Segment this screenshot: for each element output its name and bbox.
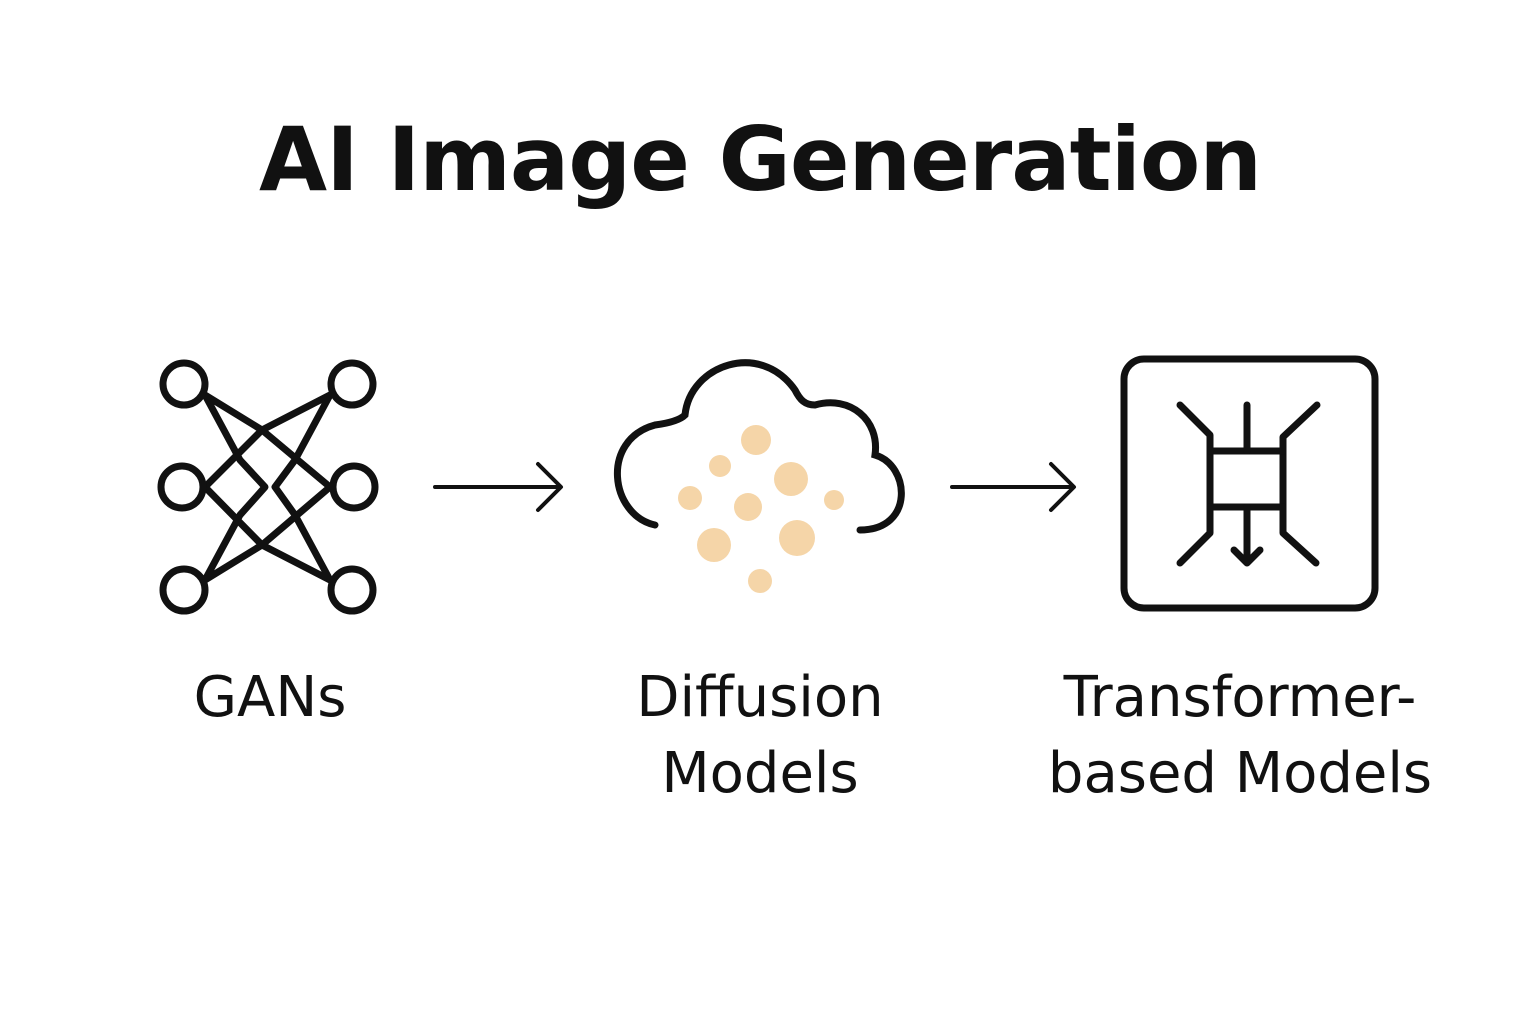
- label-line: based Models: [1047, 741, 1433, 806]
- network-node: [159, 565, 209, 615]
- step-label-gans: GANs: [120, 660, 420, 736]
- transformer-block-icon: [1120, 355, 1379, 612]
- noise-dot: [734, 493, 762, 521]
- cloud-noise-icon: [614, 359, 905, 593]
- noise-dot: [678, 486, 702, 510]
- noise-dots: [678, 425, 844, 593]
- transformer-connections: [1176, 401, 1321, 567]
- noise-dot: [774, 462, 808, 496]
- network-node: [327, 359, 377, 409]
- network-node: [157, 462, 207, 512]
- network-node: [329, 462, 379, 512]
- noise-dot: [779, 520, 815, 556]
- step-label-diffusion: Diffusion Models: [560, 660, 960, 812]
- arrow-right-icon: [950, 462, 1076, 512]
- step-label-transformer: Transformer- based Models: [1000, 660, 1480, 812]
- label-line: Models: [661, 741, 859, 806]
- network-node: [327, 565, 377, 615]
- transformer-frame: [1120, 355, 1379, 612]
- label-line: Diffusion: [636, 665, 884, 730]
- diagram-title: AI Image Generation: [259, 108, 1262, 211]
- label-line: Transformer-: [1063, 665, 1417, 730]
- noise-dot: [824, 490, 844, 510]
- label-line: GANs: [193, 665, 347, 730]
- noise-dot: [697, 528, 731, 562]
- transformer-core: [1206, 447, 1287, 511]
- cloud-outline: [614, 359, 905, 534]
- noise-dot: [741, 425, 771, 455]
- noise-dot: [709, 455, 731, 477]
- neural-network-icon: [157, 359, 379, 615]
- network-node: [159, 359, 209, 409]
- network-connections: [201, 391, 334, 584]
- noise-dot: [748, 569, 772, 593]
- arrow-right-icon: [433, 462, 563, 512]
